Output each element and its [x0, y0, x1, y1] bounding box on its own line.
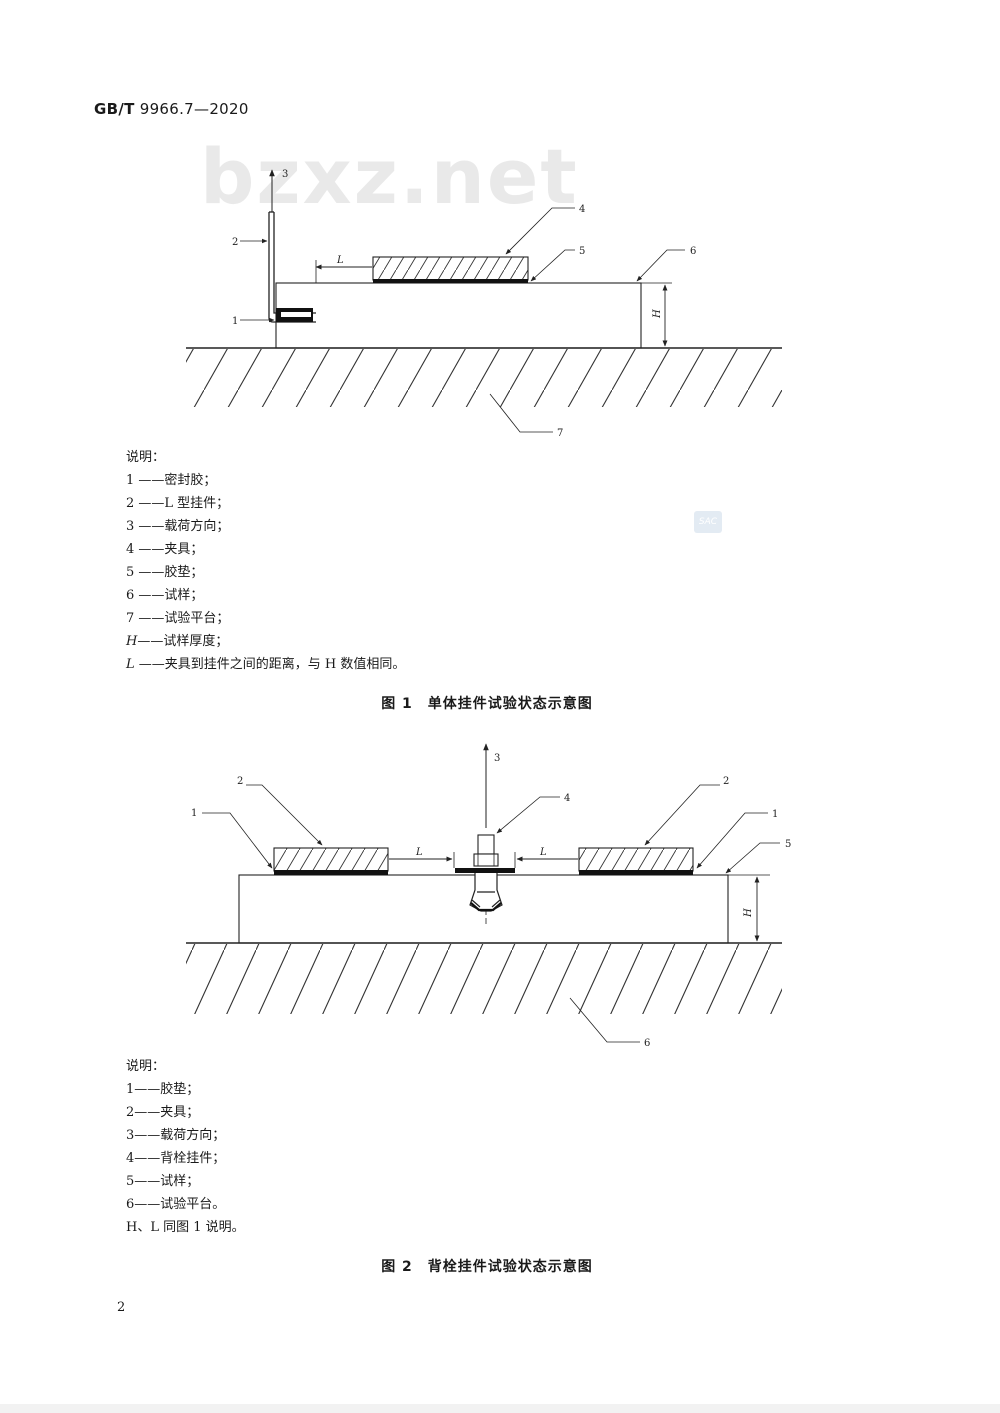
- figure-2-diagram: 3 4 2 2 1 1 5 6 L L H: [0, 740, 1000, 1050]
- rubber-pad-right: [579, 870, 693, 875]
- label-1: 1: [232, 316, 238, 327]
- figure-1-diagram: 3 2 1 4 5 6 7 L H: [0, 150, 1000, 445]
- label-L: L: [336, 255, 344, 266]
- legend-item: 3 ——载荷方向；: [126, 519, 230, 534]
- figure-2-legend: 说明： 1——胶垫； 2——夹具； 3——载荷方向； 4——背栓挂件； 5——试…: [126, 1055, 245, 1239]
- clamp-right: [578, 847, 694, 872]
- legend-item: 7 ——试验平台；: [126, 611, 230, 626]
- label-L-left: L: [415, 847, 423, 858]
- label-4: 4: [564, 793, 570, 804]
- legend-item: 4 ——夹具；: [126, 542, 204, 557]
- legend-item: 5——试样；: [126, 1174, 200, 1189]
- legend-item: 1——胶垫；: [126, 1082, 200, 1097]
- page-number: 2: [117, 1300, 126, 1315]
- rubber-pad: [373, 279, 528, 283]
- label-6: 6: [644, 1038, 650, 1049]
- legend-note: H、L 同图 1 说明。: [126, 1220, 245, 1235]
- document-header: GB/T 9966.7—2020: [94, 100, 249, 118]
- figure-1-caption: 图 1 单体挂件试验状态示意图: [381, 696, 593, 712]
- legend-title: 说明：: [126, 450, 166, 465]
- sac-stamp: SAC: [694, 511, 722, 533]
- legend-item: 2 ——L 型挂件；: [126, 496, 230, 511]
- legend-item: 4——背栓挂件；: [126, 1151, 226, 1166]
- legend-item: L ——夹具到挂件之间的距离，与 H 数值相同。: [126, 657, 406, 672]
- watermark: bzxz.net: [200, 132, 579, 221]
- label-H: H: [743, 908, 754, 918]
- legend-item: 3——载荷方向；: [126, 1128, 226, 1143]
- specimen: [275, 282, 642, 349]
- rubber-pad-left: [274, 870, 388, 875]
- legend-item: 1 ——密封胶；: [126, 473, 217, 488]
- figure-1-legend: 说明： 1 ——密封胶； 2 ——L 型挂件； 3 ——载荷方向； 4 ——夹具…: [126, 446, 405, 676]
- legend-item: 2——夹具；: [126, 1105, 200, 1120]
- label-1-right: 1: [772, 809, 778, 820]
- back-bolt-hanger: [455, 743, 515, 925]
- legend-item: 6 ——试样；: [126, 588, 204, 603]
- page-bottom-edge: [0, 1404, 1000, 1413]
- figure-1-svg: 3 2 1 4 5 6 7 L H: [186, 169, 782, 439]
- legend-item: H——试样厚度；: [126, 634, 229, 649]
- figure-2-svg: 3 4 2 2 1 1 5 6 L L H: [186, 743, 791, 1049]
- clamp-left: [273, 847, 389, 872]
- label-7: 7: [557, 428, 563, 439]
- label-L-right: L: [539, 847, 547, 858]
- figure-2-caption: 图 2 背栓挂件试验状态示意图: [381, 1259, 593, 1275]
- platform-hatch: [186, 349, 782, 407]
- legend-item: 6——试验平台。: [126, 1197, 226, 1212]
- label-5: 5: [579, 246, 585, 257]
- label-3: 3: [282, 169, 288, 180]
- clamp: [372, 256, 529, 281]
- label-2-right: 2: [723, 776, 729, 787]
- label-4: 4: [579, 204, 585, 215]
- label-6: 6: [690, 246, 696, 257]
- label-5: 5: [785, 839, 791, 850]
- label-2-left: 2: [237, 776, 243, 787]
- standard-prefix: GB/T: [94, 100, 135, 118]
- legend-title: 说明：: [126, 1059, 166, 1074]
- label-2: 2: [232, 237, 238, 248]
- label-3: 3: [494, 753, 500, 764]
- platform-hatch: [186, 944, 782, 1014]
- label-1-left: 1: [191, 808, 197, 819]
- standard-number: 9966.7—2020: [139, 100, 249, 118]
- legend-item: 5 ——胶垫；: [126, 565, 204, 580]
- label-H: H: [652, 309, 663, 319]
